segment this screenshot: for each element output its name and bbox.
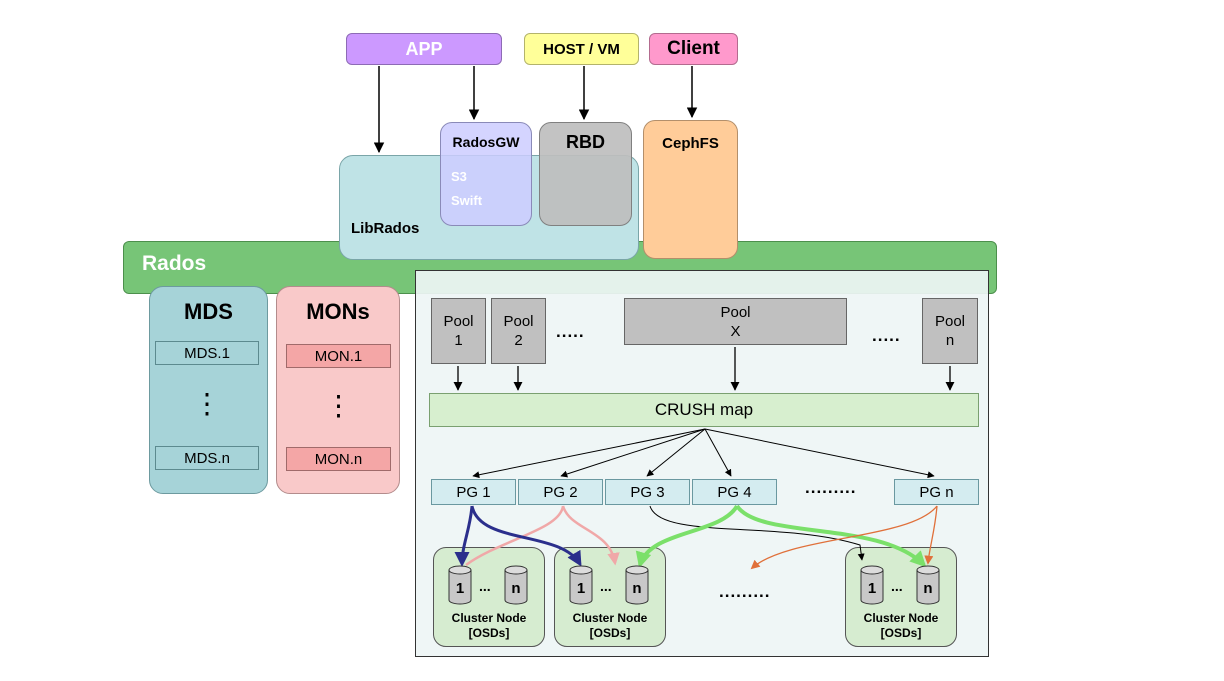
mon-dots: ⋮: [324, 389, 353, 421]
rados-label: Rados: [142, 252, 207, 275]
arrow-pg2-pink-b: [561, 505, 620, 566]
swift-label: Swift: [451, 193, 483, 208]
pool-n-id: n: [945, 332, 955, 349]
node-dots: .........: [719, 582, 771, 601]
pg-n-box: PG n: [894, 479, 979, 505]
arrow-crush-pg3: [646, 428, 706, 477]
pool-x-box: Pool X: [624, 298, 847, 345]
pg-2-label: PG 2: [543, 483, 578, 501]
arrow-pgn-orange-a: [750, 505, 938, 570]
mon-n-box: MON.n: [286, 447, 391, 471]
arrow-crush-pgn: [704, 428, 935, 479]
disk-node2-last: n: [625, 565, 649, 605]
arrow-pg2-pink-a: [465, 505, 565, 567]
crush-map-label: CRUSH map: [654, 400, 754, 419]
disk-node1-last: n: [504, 565, 528, 605]
pool-2-label: Pool: [503, 313, 534, 330]
arrow-pg1-blue-a: [454, 505, 474, 567]
mons-title: MONs: [306, 299, 370, 324]
node-n-label: Cluster Node [OSDs]: [863, 611, 939, 640]
pool-2-id: 2: [514, 332, 523, 349]
crush-map-box: CRUSH map: [429, 393, 979, 427]
pg-1-box: PG 1: [431, 479, 516, 505]
disk-noden-first: 1: [860, 565, 884, 605]
disk-noden-last: n: [916, 565, 940, 605]
pg-2-box: PG 2: [518, 479, 603, 505]
host-vm-label: HOST / VM: [543, 40, 620, 58]
mds-n-label: MDS.n: [184, 449, 230, 467]
pg-3-box: PG 3: [605, 479, 690, 505]
host-vm-box: HOST / VM: [524, 33, 639, 65]
arrow-pgn-orange-b: [924, 505, 938, 565]
pg-4-box: PG 4: [692, 479, 777, 505]
radosgw-box: RadosGW S3 Swift: [440, 122, 532, 226]
cephfs-label: CephFS: [662, 135, 719, 152]
disk-dots-node1: ...: [479, 578, 491, 594]
arrow-pg1-blue-b: [470, 505, 582, 567]
mds-1-box: MDS.1: [155, 341, 259, 365]
mds-title: MDS: [184, 299, 233, 324]
arrow-pg4-green-b: [735, 504, 927, 568]
disk-dots-node2: ...: [600, 578, 612, 594]
mon-1-box: MON.1: [286, 344, 391, 368]
arrow-pg3-black: [649, 505, 865, 561]
arrow-pg4-green-a: [635, 504, 739, 569]
disk-dots-noden: ...: [891, 578, 903, 594]
arrow-crush-pg2: [560, 428, 706, 478]
pool-2-box: Pool 2: [491, 298, 546, 364]
pool-1-id: 1: [454, 332, 463, 349]
mds-dots: ⋮: [193, 387, 221, 419]
mds-1-label: MDS.1: [184, 344, 230, 362]
cephfs-box: CephFS: [643, 120, 738, 259]
app-label: APP: [405, 38, 443, 59]
disk-node1-first: 1: [448, 565, 472, 605]
mon-n-label: MON.n: [314, 450, 363, 468]
librados-label: LibRados: [351, 220, 420, 237]
pool-x-label: Pool: [720, 303, 751, 321]
pg-4-label: PG 4: [717, 483, 752, 501]
pool-1-box: Pool 1: [431, 298, 486, 364]
pool-1-label: Pool: [443, 313, 474, 330]
pool-x-id: X: [730, 322, 741, 340]
mon-1-label: MON.1: [314, 347, 363, 365]
disk-node2-first: 1: [569, 565, 593, 605]
pg-3-label: PG 3: [630, 483, 665, 501]
client-box: Client: [649, 33, 738, 65]
app-box: APP: [346, 33, 502, 65]
arrow-crush-pg4: [704, 428, 732, 477]
pool-n-box: Pool n: [922, 298, 978, 364]
mds-n-box: MDS.n: [155, 446, 259, 470]
pg-dots: .........: [805, 478, 857, 497]
s3-label: S3: [451, 169, 467, 184]
arrow-crush-pg1: [472, 428, 706, 479]
rbd-label: RBD: [566, 132, 605, 152]
radosgw-label: RadosGW: [452, 134, 520, 150]
node-2-label: Cluster Node [OSDs]: [572, 611, 648, 640]
pg-n-label: PG n: [919, 483, 954, 501]
pool-dots-right: .....: [872, 326, 901, 345]
rbd-box: RBD: [539, 122, 632, 226]
pg-1-label: PG 1: [456, 483, 491, 501]
pool-n-label: Pool: [934, 313, 966, 330]
node-1-label: Cluster Node [OSDs]: [451, 611, 527, 640]
client-label: Client: [667, 38, 720, 59]
pool-dots-left: .....: [556, 322, 585, 341]
